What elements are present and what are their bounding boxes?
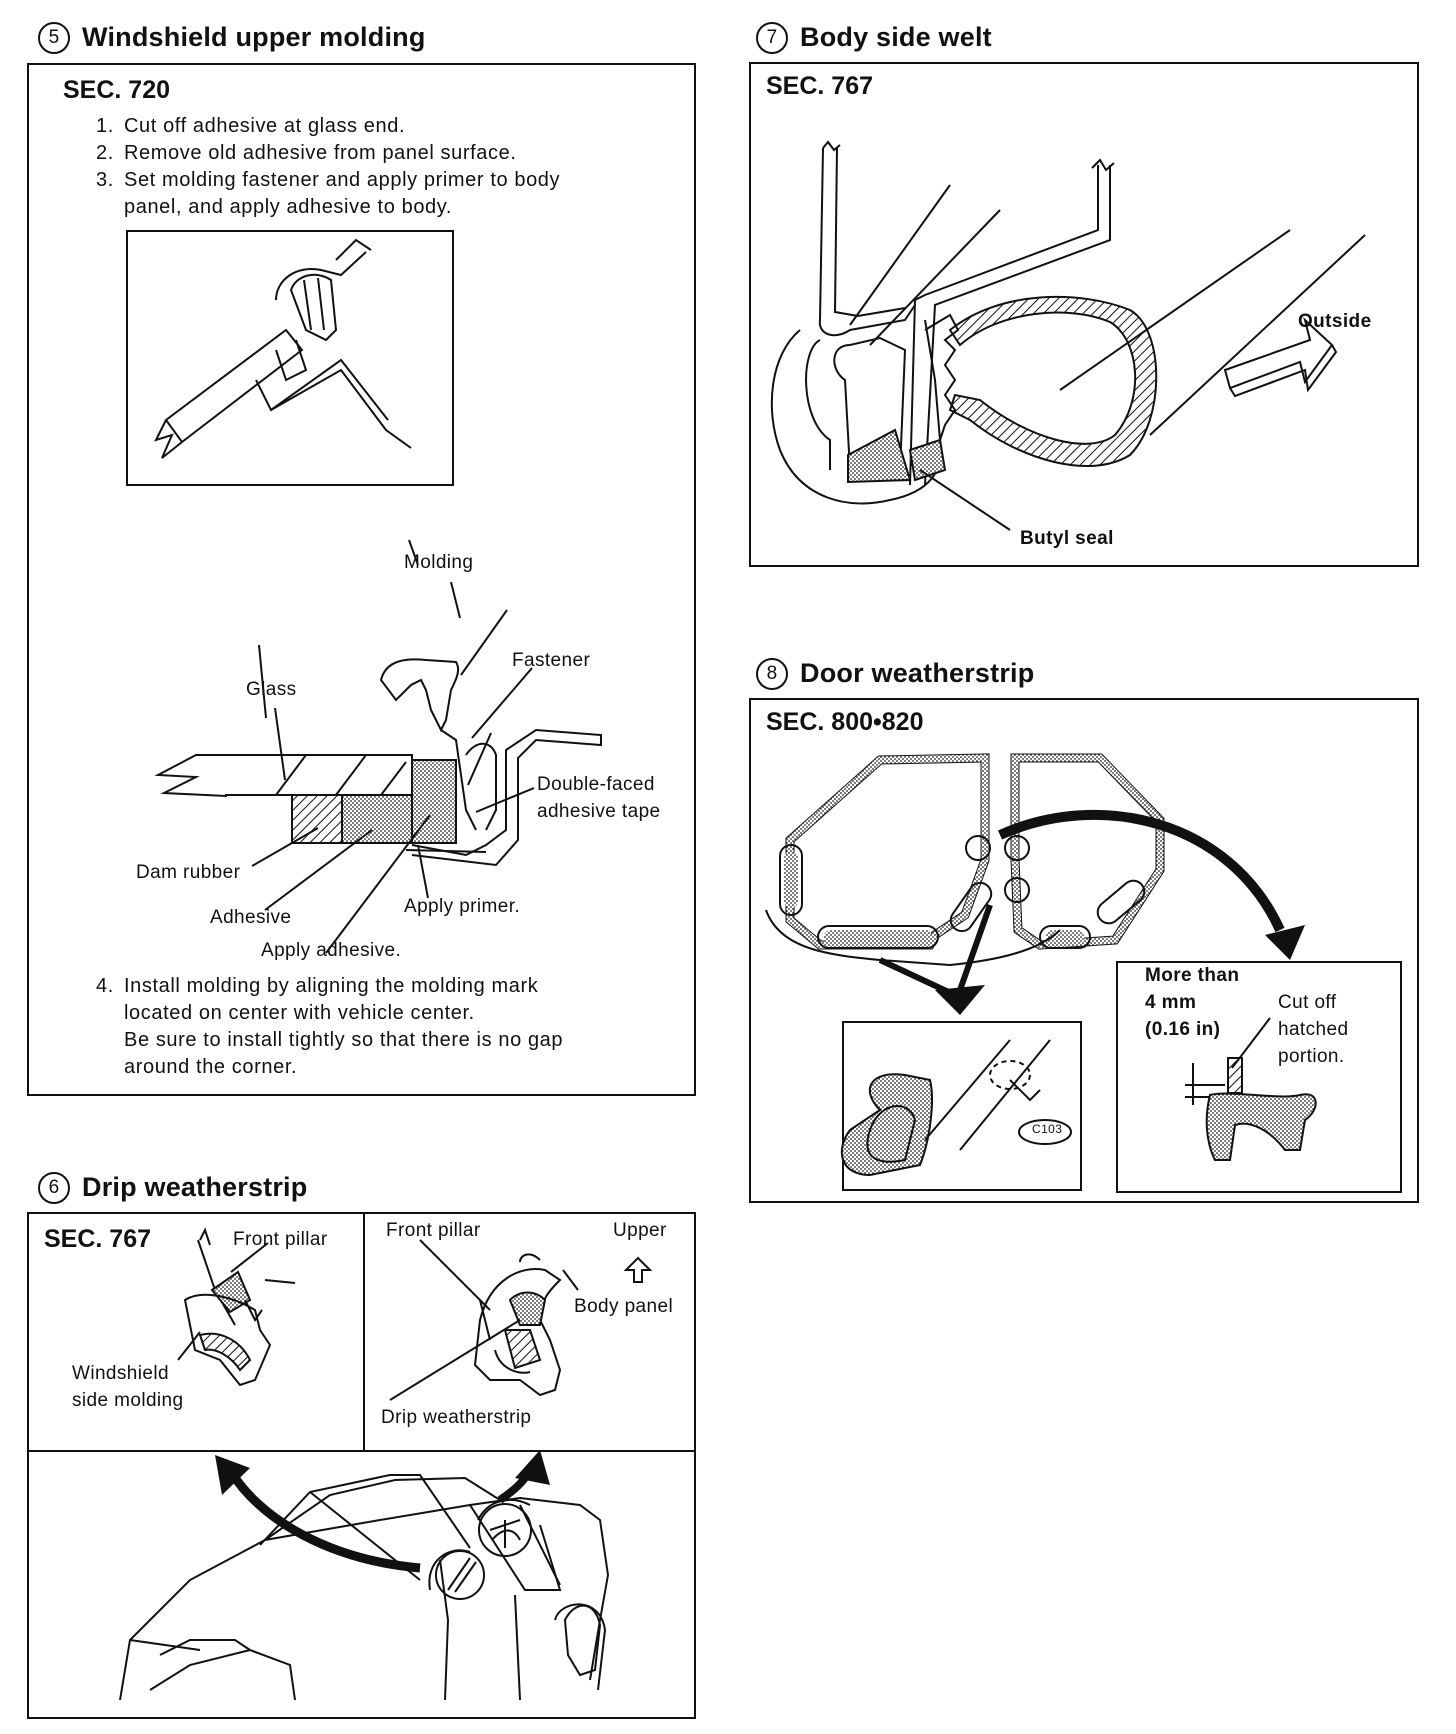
label-glass: Glass xyxy=(246,679,297,700)
label-cut-off-line-3: portion. xyxy=(1278,1046,1345,1067)
label-upper: Upper xyxy=(613,1220,667,1241)
step-4-text-line-1: Install molding by aligning the molding … xyxy=(124,975,539,997)
label-butyl-seal: Butyl seal xyxy=(1020,528,1114,549)
step-4-text-line-3: Be sure to install tightly so that there… xyxy=(124,1029,564,1051)
section-8-title: 8 Door weatherstrip xyxy=(756,658,1034,690)
label-more-than-line-1: More than xyxy=(1145,965,1240,986)
label-outside: Outside xyxy=(1298,311,1372,332)
section-8-panel xyxy=(749,698,1419,1203)
section-5-panel xyxy=(27,63,696,1096)
label-ws-molding-line-1: Windshield xyxy=(72,1363,169,1384)
section-5-number: 5 xyxy=(38,22,70,54)
label-clip-code: C103 xyxy=(1032,1122,1063,1136)
step-2-number: 2. xyxy=(96,142,114,164)
label-apply-adhesive: Apply adhesive. xyxy=(261,940,402,961)
section-8-title-text: Door weatherstrip xyxy=(800,658,1035,688)
section-7-number: 7 xyxy=(756,22,788,54)
section-6-title-text: Drip weatherstrip xyxy=(82,1172,308,1202)
section-8-sec-code: SEC. 800•820 xyxy=(766,708,924,736)
section-6-title: 6 Drip weatherstrip xyxy=(38,1172,307,1204)
label-cut-off-line-1: Cut off xyxy=(1278,992,1337,1013)
label-tape-line-2: adhesive tape xyxy=(537,801,661,822)
step-1-text: Cut off adhesive at glass end. xyxy=(124,115,406,137)
label-body-panel: Body panel xyxy=(574,1296,674,1317)
section-5-sec-code: SEC. 720 xyxy=(63,76,171,104)
cross-section-illustration xyxy=(154,539,602,867)
section-7-title-text: Body side welt xyxy=(800,22,992,52)
molding-detail-illustration xyxy=(126,230,454,486)
section-5-title: 5 Windshield upper molding xyxy=(38,22,426,54)
section-6-panel xyxy=(27,1212,696,1719)
step-3-text-line-2: panel, and apply adhesive to body. xyxy=(124,196,453,218)
section-8-number: 8 xyxy=(756,658,788,690)
label-adhesive: Adhesive xyxy=(210,907,292,928)
step-4-text-line-2: located on center with vehicle center. xyxy=(124,1002,475,1024)
step-2-text: Remove old adhesive from panel surface. xyxy=(124,142,517,164)
step-1-number: 1. xyxy=(96,115,114,137)
section-6-sec-code: SEC. 767 xyxy=(44,1225,152,1253)
label-apply-primer: Apply primer. xyxy=(404,896,521,917)
step-3-text-line-1: Set molding fastener and apply primer to… xyxy=(124,169,561,191)
label-front-pillar-left: Front pillar xyxy=(233,1229,328,1250)
section-6-number: 6 xyxy=(38,1172,70,1204)
section-5-title-text: Windshield upper molding xyxy=(82,22,426,52)
step-4-text-line-4: around the corner. xyxy=(124,1056,298,1078)
label-front-pillar-right: Front pillar xyxy=(386,1220,481,1241)
label-fastener: Fastener xyxy=(512,650,591,671)
section-7-panel xyxy=(749,62,1419,567)
label-more-than-line-3: (0.16 in) xyxy=(1145,1019,1221,1040)
label-more-than-line-2: 4 mm xyxy=(1145,992,1197,1013)
label-molding: Molding xyxy=(404,552,474,573)
label-dam-rubber: Dam rubber xyxy=(136,862,241,883)
section-7-sec-code: SEC. 767 xyxy=(766,72,874,100)
label-tape-line-1: Double-faced xyxy=(537,774,655,795)
step-3-number: 3. xyxy=(96,169,114,191)
label-drip-weatherstrip: Drip weatherstrip xyxy=(381,1407,532,1428)
section-7-title: 7 Body side welt xyxy=(756,22,992,54)
label-ws-molding-line-2: side molding xyxy=(72,1390,184,1411)
step-4-number: 4. xyxy=(96,975,114,997)
label-cut-off-line-2: hatched xyxy=(1278,1019,1349,1040)
